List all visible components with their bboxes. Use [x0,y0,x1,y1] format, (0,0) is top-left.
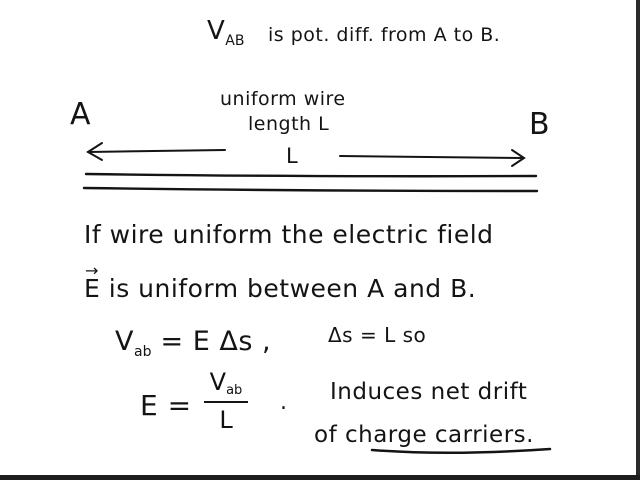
eq1-v: V [115,326,134,357]
fraction-numerator: Vab [210,370,243,397]
wire-lines [82,172,539,193]
induces-net-drift-text: Induces net drift [330,379,528,405]
eq2-num-subscript: ab [226,383,243,398]
frame-edge-bottom [0,475,640,480]
uniform-between-text: is uniform between A and B. [108,274,477,303]
vab-symbol: VAB [207,18,244,48]
uniform-field-statement: If wire uniform the electric field [84,220,494,249]
right-arrow [339,149,526,167]
electric-field-vector: →E [84,263,101,303]
eq2-num-v: V [209,368,227,396]
frame-edge-right [636,0,640,480]
fraction-bar [204,401,248,403]
delta-s-condition: Δs = L so [328,323,427,347]
uniform-wire-label: uniform wire [220,88,346,110]
equation-vab: Vab = E Δs , [115,328,271,359]
vab-definition-text: is pot. diff. from A to B. [268,24,501,46]
left-arrow [86,142,226,161]
wire-length-l-label: L [286,144,299,168]
charge-carriers-underline [370,447,552,455]
length-label: length L [248,113,330,135]
eq1-subscript: ab [133,344,152,360]
point-a-label: A [70,97,92,132]
charge-carriers-text: of charge carriers. [314,422,534,448]
vab-subscript: AB [225,33,245,49]
eq2-lhs: E = [140,389,192,422]
vab-v: V [207,16,226,46]
eq1-rhs: = E Δs , [160,326,272,357]
eq2-period: . [280,390,288,415]
field-symbol: E [84,274,101,303]
fraction-vab-over-l: Vab L [204,370,248,432]
vector-arrow-icon: → [85,261,99,280]
point-b-label: B [529,107,551,142]
fraction-denominator: L [219,406,233,434]
field-vector-line: →E is uniform between A and B. [84,263,477,303]
